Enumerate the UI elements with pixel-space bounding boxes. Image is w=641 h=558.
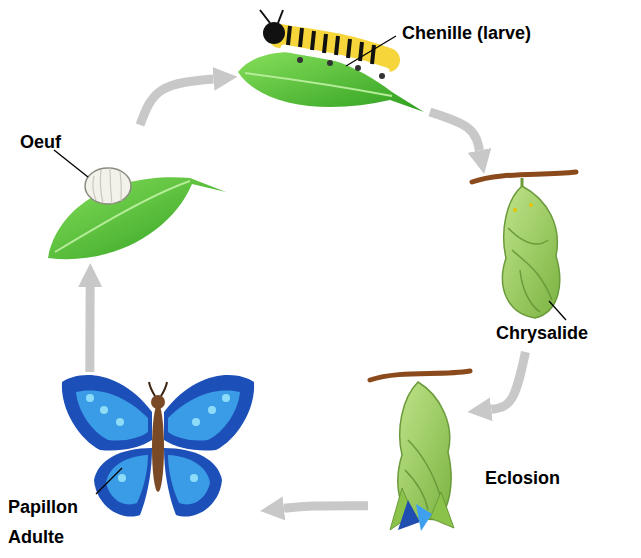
wing-spot xyxy=(86,394,94,402)
butterfly-head xyxy=(151,395,165,409)
cycle-arrow xyxy=(491,352,525,409)
cycle-arrow xyxy=(284,506,368,509)
lower-wing xyxy=(94,448,152,517)
butterfly-body xyxy=(152,404,164,492)
stage-label: Chenille (larve) xyxy=(402,18,531,48)
antennae xyxy=(260,10,283,23)
cycle-arrow xyxy=(85,287,94,372)
egg xyxy=(85,168,131,204)
cycle-arrows xyxy=(90,79,526,508)
caterpillar-illustration xyxy=(238,10,424,112)
leader-line xyxy=(96,468,122,494)
stage-node: Chenille (larve) xyxy=(235,10,580,112)
caterpillar-head xyxy=(263,22,285,44)
gold-dot xyxy=(529,203,533,207)
stage-label: Papillon Adulte xyxy=(8,492,94,552)
wing-case-lines xyxy=(405,440,440,510)
left-wings xyxy=(62,375,152,516)
stage-node: Eclosion xyxy=(368,368,472,530)
emerging-wing xyxy=(416,504,432,531)
stage-label: Chrysalide xyxy=(496,318,588,348)
butterfly-illustration xyxy=(62,375,254,516)
upper-wing xyxy=(62,375,152,450)
wing-case-lines xyxy=(508,228,552,312)
chrysalis xyxy=(503,186,560,318)
leaf-vein xyxy=(245,73,392,96)
upper-wing-inner xyxy=(76,390,148,440)
shell-flap xyxy=(430,492,454,528)
cycle-arrow xyxy=(140,79,213,125)
branch xyxy=(472,172,576,182)
chrysalis-illustration xyxy=(472,172,576,320)
egg-illustration xyxy=(48,150,226,259)
proleg xyxy=(327,60,333,66)
branch xyxy=(370,371,470,380)
stage-node: Chrysalide xyxy=(470,170,620,352)
antennae xyxy=(149,382,167,396)
caterpillar-stripes xyxy=(288,26,374,64)
wing-spot xyxy=(116,418,124,426)
eclosion-illustration xyxy=(370,371,470,531)
lower-wing-inner xyxy=(106,455,148,504)
leaf xyxy=(48,177,226,259)
proleg xyxy=(355,65,361,71)
cycle-arrow xyxy=(430,112,480,150)
stage-label: Oeuf xyxy=(20,127,61,157)
wing-spot xyxy=(118,474,126,482)
stage-node: Papillon Adulte xyxy=(5,372,262,556)
right-wings xyxy=(164,375,254,516)
leader-line xyxy=(549,301,566,320)
leader-line xyxy=(346,36,396,66)
egg-ridges xyxy=(93,168,121,204)
gold-dot xyxy=(513,208,517,212)
stage-label: Eclosion xyxy=(485,463,560,493)
wing-spot xyxy=(100,406,108,414)
proleg xyxy=(297,57,303,63)
stage-node: Oeuf xyxy=(15,125,227,265)
proleg xyxy=(379,73,385,79)
leader-line xyxy=(54,150,88,177)
